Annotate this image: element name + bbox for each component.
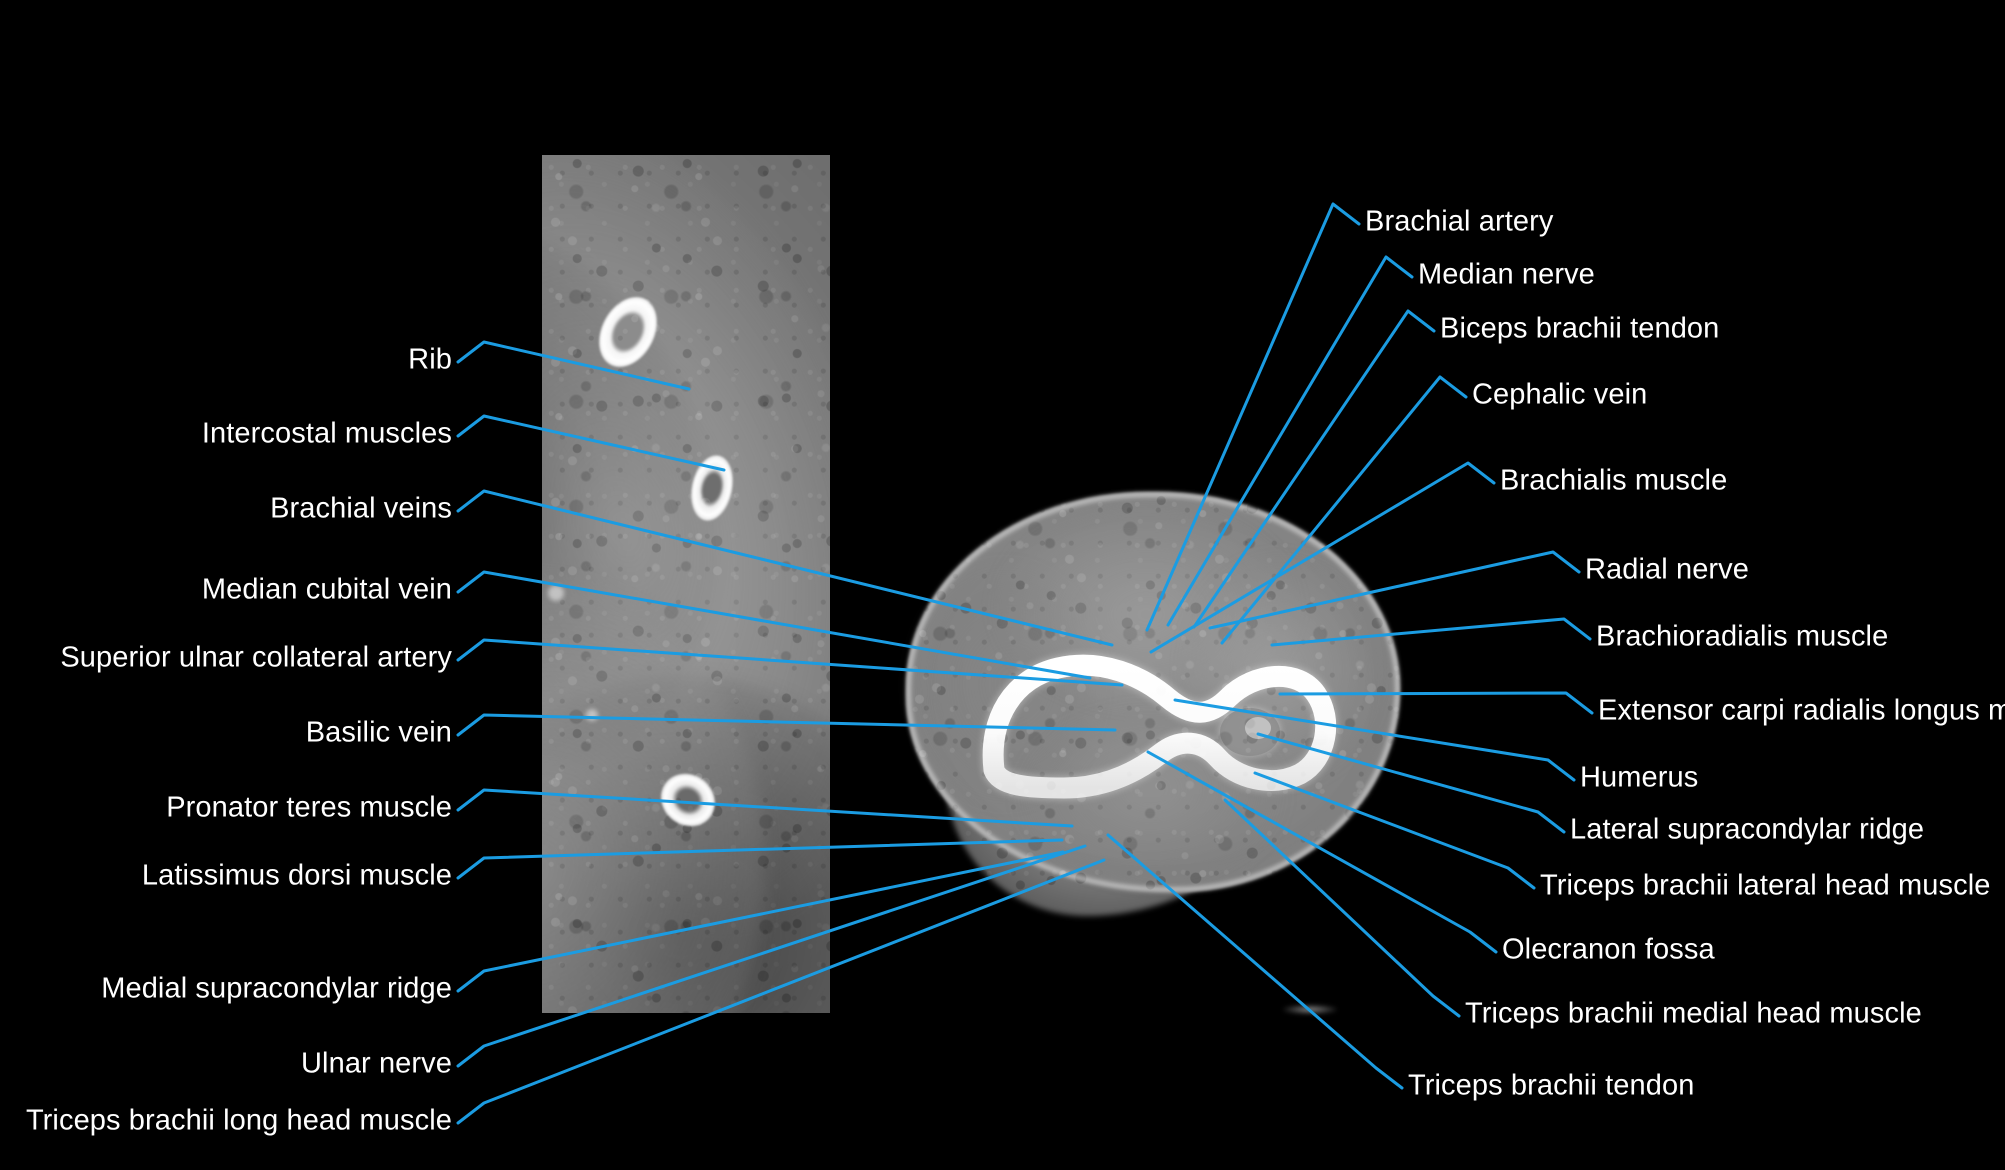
label-ulnar-nerve: Ulnar nerve: [301, 1047, 452, 1080]
label-triceps-lateral-head-muscle: Triceps brachii lateral head muscle: [1540, 869, 1991, 902]
leader-line-brachial-artery: [1145, 202, 1361, 632]
leader-line-intercostal-muscles: [456, 414, 726, 472]
leader-line-brachial-veins: [456, 489, 1114, 647]
leader-line-radial-nerve: [1208, 550, 1581, 630]
label-extensor-carpi-radialis: Extensor carpi radialis longus muscle: [1598, 694, 2005, 727]
label-medial-supracondylar-ridge: Medial supracondylar ridge: [101, 972, 452, 1005]
leader-line-olecranon-fossa: [1146, 750, 1498, 954]
leader-line-median-nerve: [1166, 255, 1414, 627]
leader-line-pronator-teres-muscle: [456, 788, 1074, 828]
leader-line-triceps-medial-head-muscle: [1223, 798, 1461, 1018]
label-brachial-artery: Brachial artery: [1365, 205, 1554, 238]
leader-line-brachialis-muscle: [1149, 461, 1496, 654]
label-lateral-supracondylar-ridge: Lateral supracondylar ridge: [1570, 813, 1925, 846]
label-radial-nerve: Radial nerve: [1585, 553, 1750, 586]
label-median-cubital-vein: Median cubital vein: [201, 573, 452, 606]
label-brachial-veins: Brachial veins: [270, 492, 452, 525]
leader-line-basilic-vein: [456, 713, 1117, 737]
label-basilic-vein: Basilic vein: [305, 716, 452, 749]
label-biceps-brachii-tendon: Biceps brachii tendon: [1440, 312, 1720, 345]
label-brachioradialis-muscle: Brachioradialis muscle: [1596, 620, 1889, 653]
leader-line-humerus: [1173, 698, 1576, 782]
label-olecranon-fossa: Olecranon fossa: [1502, 933, 1715, 966]
leader-line-extensor-carpi-radialis: [1278, 691, 1594, 715]
leader-line-triceps-lateral-head-muscle: [1253, 771, 1536, 890]
leader-line-triceps-brachii-tendon: [1106, 833, 1404, 1090]
label-brachialis-muscle: Brachialis muscle: [1500, 464, 1728, 497]
label-triceps-brachii-tendon: Triceps brachii tendon: [1408, 1069, 1695, 1102]
label-superior-ulnar-collateral: Superior ulnar collateral artery: [60, 641, 452, 674]
label-triceps-long-head-muscle: Triceps brachii long head muscle: [25, 1104, 452, 1137]
leader-line-triceps-long-head-muscle: [456, 858, 1106, 1125]
leader-line-biceps-brachii-tendon: [1192, 309, 1436, 629]
label-rib: Rib: [408, 343, 452, 376]
leader-line-latissimus-dorsi-muscle: [456, 838, 1064, 880]
leader-line-median-cubital-vein: [456, 570, 1092, 680]
leader-line-cephalic-vein: [1220, 375, 1468, 645]
label-intercostal-muscles: Intercostal muscles: [201, 417, 452, 450]
label-pronator-teres-muscle: Pronator teres muscle: [166, 791, 452, 824]
label-cephalic-vein: Cephalic vein: [1472, 378, 1648, 411]
leader-line-ulnar-nerve: [456, 844, 1087, 1068]
label-latissimus-dorsi-muscle: Latissimus dorsi muscle: [141, 859, 452, 892]
label-triceps-medial-head-muscle: Triceps brachii medial head muscle: [1465, 997, 1922, 1030]
label-median-nerve: Median nerve: [1418, 258, 1595, 291]
leader-line-medial-supracondylar-ridge: [456, 850, 1065, 993]
label-humerus: Humerus: [1580, 761, 1699, 794]
leader-line-lateral-supracondylar-ridge: [1256, 732, 1566, 834]
leader-line-brachioradialis-muscle: [1270, 617, 1592, 647]
leader-line-rib: [456, 340, 691, 391]
leader-line-superior-ulnar-collateral: [456, 638, 1124, 687]
